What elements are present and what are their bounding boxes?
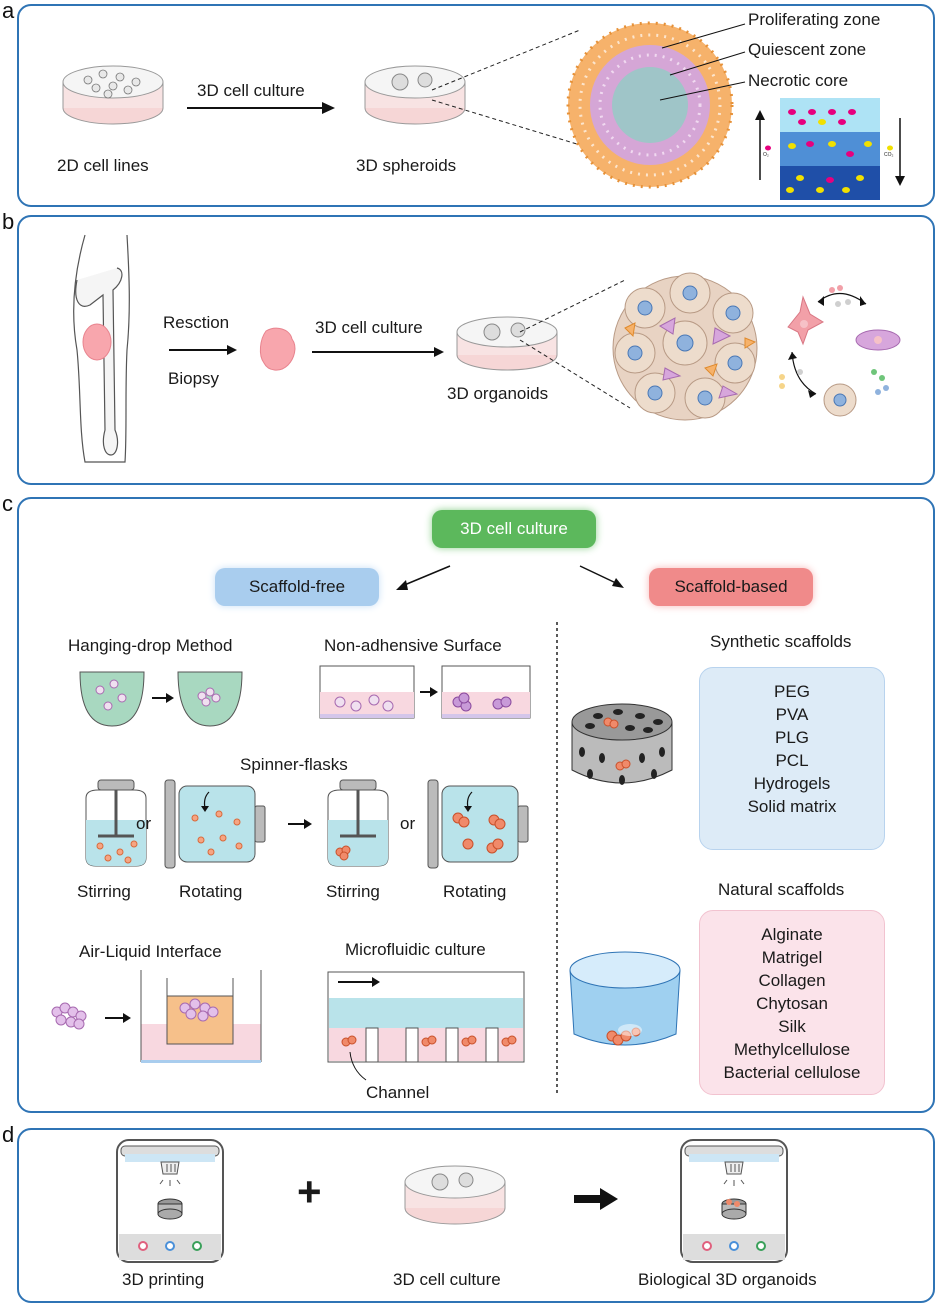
arrow-b1	[169, 345, 237, 355]
leg-bone-illustration	[73, 234, 130, 463]
caption-2d-cell-lines: 2D cell lines	[57, 156, 149, 175]
pill-scaffold-based: Scaffold-based	[649, 568, 813, 606]
spinner-rotating-1	[164, 779, 266, 869]
label-rotating-1: Rotating	[179, 882, 243, 901]
zone-pointers	[659, 23, 746, 101]
label-biopsy: Biopsy	[168, 369, 220, 388]
panel-label-a: a	[2, 0, 15, 23]
natural-item: Chytosan	[756, 994, 828, 1013]
label-stirring-1: Stirring	[77, 882, 131, 901]
label-stirring-2: Stirring	[326, 882, 380, 901]
branch-arrows	[396, 565, 624, 590]
title-synthetic: Synthetic scaffolds	[710, 632, 852, 651]
label-rotating-2: Rotating	[443, 882, 507, 901]
caption-biological-organoids: Biological 3D organoids	[638, 1270, 817, 1289]
non-adhesive-illustration	[319, 665, 531, 719]
natural-item: Matrigel	[761, 948, 823, 967]
arrow-label-a: 3D cell culture	[197, 81, 305, 100]
hydrogel-dish	[569, 951, 681, 1046]
petri-dish-spheroids	[364, 65, 466, 125]
gradient-label-o2: O₂	[763, 152, 769, 158]
panel-label-c: c	[2, 491, 13, 516]
natural-item: Silk	[778, 1017, 806, 1036]
panel-label-b: b	[2, 209, 15, 234]
label-necrotic-core: Necrotic core	[748, 71, 849, 90]
title-hanging-drop: Hanging-drop Method	[68, 636, 233, 655]
natural-item: Bacterial cellulose	[723, 1063, 861, 1082]
hanging-drop-illustration	[79, 671, 243, 727]
arrow-label-b: 3D cell culture	[315, 318, 423, 337]
pill-scaffold-free: Scaffold-free	[215, 568, 379, 606]
caption-3d-cell-culture-d: 3D cell culture	[393, 1270, 501, 1289]
tumor-tissue	[259, 327, 296, 371]
arrow-b2	[312, 347, 444, 357]
synthetic-item: PVA	[775, 705, 809, 724]
label-quiescent-zone: Quiescent zone	[748, 40, 867, 59]
spinner-stirring-2	[327, 779, 389, 867]
natural-item: Alginate	[761, 925, 823, 944]
gradient-diagram	[755, 98, 905, 200]
arrow-spinner	[288, 819, 312, 829]
arrow-a	[187, 102, 335, 114]
caption-3d-spheroids: 3D spheroids	[356, 156, 457, 175]
natural-scaffolds-box: Alginate Matrigel Collagen Chytosan Silk…	[699, 910, 885, 1095]
or-1: or	[136, 814, 152, 833]
synthetic-scaffolds-box: PEG PVA PLG PCL Hydrogels Solid matrix	[699, 667, 885, 850]
label-channel: Channel	[366, 1083, 430, 1102]
title-non-adhesive: Non-adhensive Surface	[324, 636, 502, 655]
label-resection: Resction	[163, 313, 230, 332]
synthetic-item: PCL	[775, 751, 809, 770]
bioprinter-2	[680, 1139, 788, 1263]
bioprinter-1	[116, 1139, 224, 1263]
microfluidic-illustration	[327, 971, 525, 1081]
petri-dish-d	[404, 1165, 506, 1225]
porous-scaffold	[571, 703, 673, 785]
synthetic-item: Hydrogels	[753, 774, 831, 793]
synthetic-item: PLG	[774, 728, 810, 747]
cell-interaction-cycle	[779, 285, 901, 417]
synthetic-item: PEG	[774, 682, 810, 701]
synthetic-item: Solid matrix	[747, 797, 837, 816]
organoid-cluster	[612, 272, 758, 421]
plus-sign: +	[297, 1168, 322, 1215]
petri-dish-2d	[62, 65, 164, 125]
divider-dashed	[556, 622, 558, 1096]
caption-3d-printing: 3D printing	[122, 1270, 205, 1289]
air-liquid-illustration	[51, 970, 262, 1063]
title-natural: Natural scaffolds	[718, 880, 845, 899]
spinner-rotating-2	[427, 779, 529, 869]
natural-item: Collagen	[758, 971, 826, 990]
title-air-liquid: Air-Liquid Interface	[79, 942, 222, 961]
title-microfluidic: Microfluidic culture	[345, 940, 486, 959]
spheroid-zones	[566, 21, 734, 189]
label-proliferating-zone: Proliferating zone	[748, 10, 881, 29]
zoom-lines-b	[519, 279, 631, 409]
caption-3d-organoids: 3D organoids	[447, 384, 549, 403]
title-spinner-flasks: Spinner-flasks	[240, 755, 348, 774]
or-2: or	[400, 814, 416, 833]
gradient-label-co2: CO₂	[884, 152, 894, 158]
natural-item: Methylcellulose	[733, 1040, 851, 1059]
arrow-d	[574, 1188, 618, 1210]
panel-label-d: d	[2, 1122, 15, 1147]
root-3d-cell-culture: 3D cell culture	[432, 510, 596, 548]
zoom-lines-a	[431, 29, 591, 149]
spinner-stirring-1	[85, 779, 147, 867]
